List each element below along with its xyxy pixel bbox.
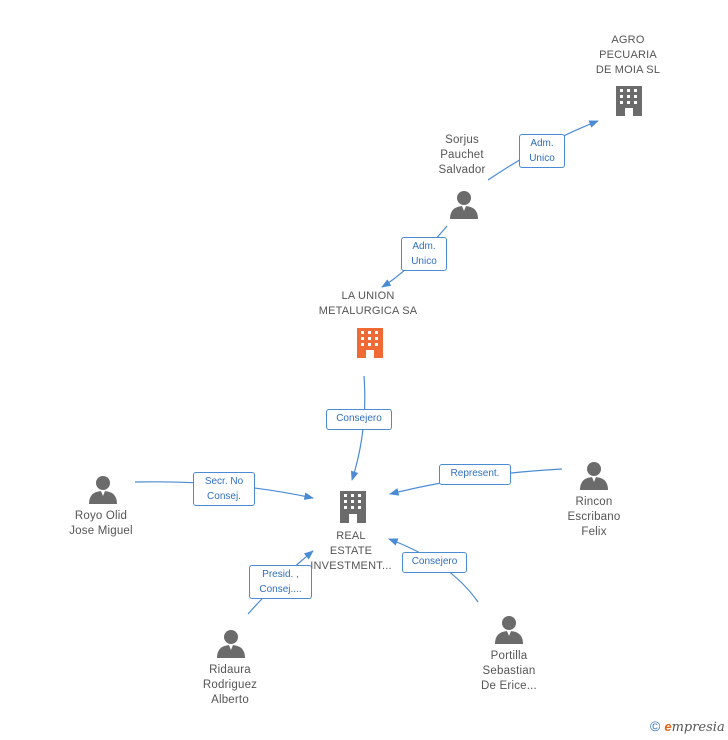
node-label-agro[interactable]: AGRO PECUARIA DE MOIA SL bbox=[595, 34, 661, 76]
edge-label-sorjus-launion[interactable]: Adm. Unico bbox=[401, 237, 447, 271]
person-icon[interactable] bbox=[216, 628, 246, 658]
brand-logo-text: mpresia bbox=[671, 720, 725, 735]
edge-label-portilla-real[interactable]: Consejero bbox=[402, 552, 467, 573]
node-label-rincon[interactable]: Rincon Escribano Felix bbox=[567, 496, 621, 538]
node-label-portilla[interactable]: Portilla Sebastian De Erice... bbox=[481, 650, 537, 692]
edge-label-ridaura-real[interactable]: Presid. , Consej.... bbox=[249, 565, 312, 599]
person-icon[interactable] bbox=[88, 474, 118, 504]
edge-label-launion-real[interactable]: Consejero bbox=[326, 409, 392, 430]
node-label-real[interactable]: REAL ESTATE INVESTMENT... bbox=[310, 530, 392, 572]
copyright-symbol: © bbox=[650, 718, 661, 734]
person-icon[interactable] bbox=[449, 189, 479, 219]
node-label-royo[interactable]: Royo Olid Jose Miguel bbox=[69, 510, 133, 537]
edge-label-royo-real[interactable]: Secr. No Consej. bbox=[193, 472, 255, 506]
brand-logo-e: e bbox=[664, 719, 672, 734]
person-icon[interactable] bbox=[579, 460, 609, 490]
building-icon[interactable] bbox=[614, 84, 644, 118]
brand-footer: ©empresia bbox=[650, 718, 725, 735]
node-label-launion[interactable]: LA UNION METALURGICA SA bbox=[318, 290, 418, 317]
building-icon-highlighted[interactable] bbox=[354, 326, 386, 360]
person-icon[interactable] bbox=[494, 614, 524, 644]
node-label-ridaura[interactable]: Ridaura Rodriguez Alberto bbox=[202, 664, 258, 706]
building-icon[interactable] bbox=[337, 489, 369, 525]
node-label-sorjus[interactable]: Sorjus Pauchet Salvador bbox=[438, 134, 486, 176]
edge-label-rincon-real[interactable]: Represent. bbox=[439, 464, 511, 485]
edge-label-sorjus-agro[interactable]: Adm. Unico bbox=[519, 134, 565, 168]
